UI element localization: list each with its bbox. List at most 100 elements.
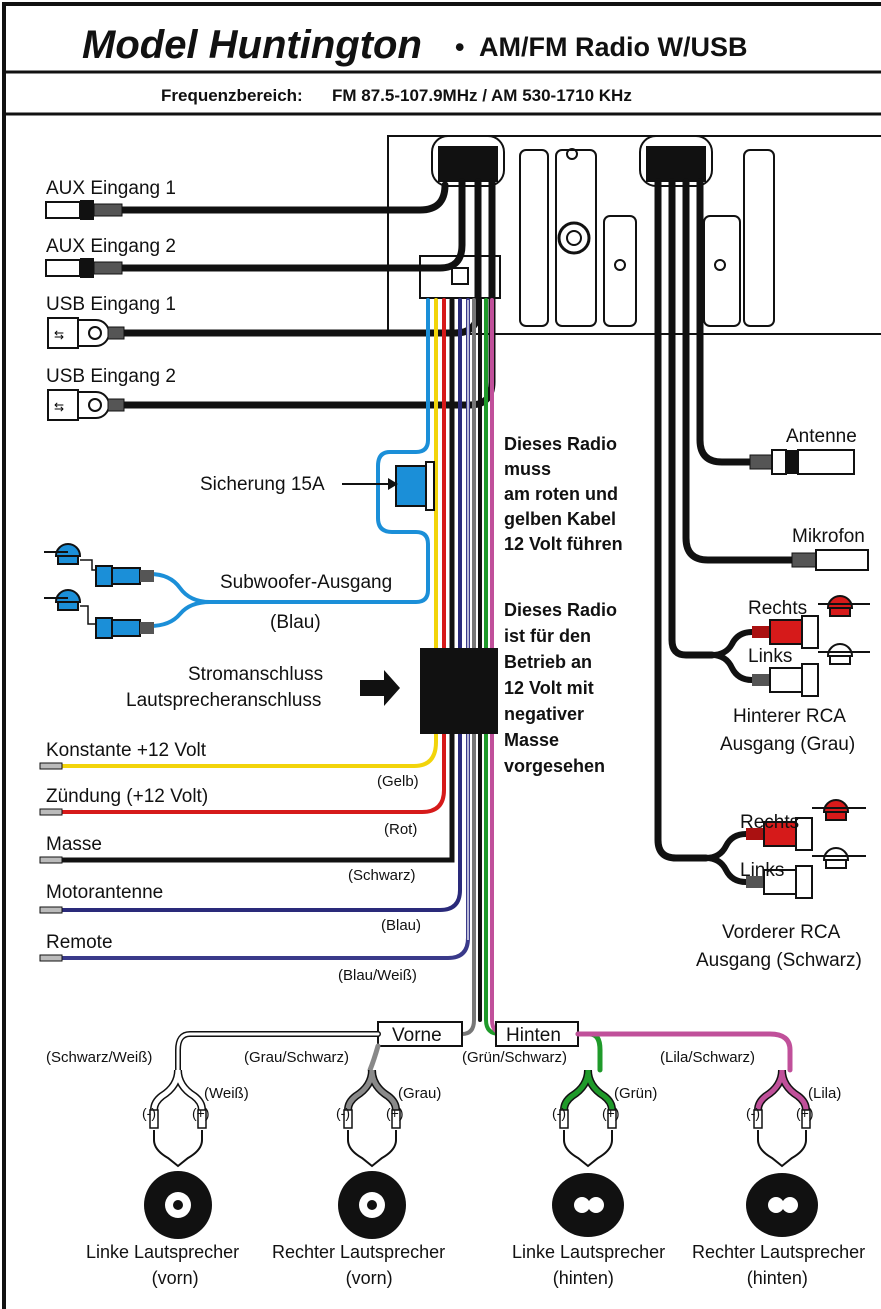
navy-wire: [46, 298, 462, 912]
power-label-1: Stromanschluss: [188, 664, 323, 685]
wire-color-navy: (Blau): [381, 917, 421, 934]
svg-text:ist für den: ist für den: [504, 626, 591, 646]
antenna-label: Antenne: [786, 426, 857, 447]
speaker-neg-sign: (-): [142, 1105, 156, 1121]
speaker-pos-sign: (+): [602, 1105, 620, 1121]
subwoofer-plugs: [44, 543, 211, 639]
freq-value: FM 87.5-107.9MHz / AM 530-1710 KHz: [332, 86, 632, 105]
svg-text:Betrieb an: Betrieb an: [504, 652, 592, 672]
rear-left-label: Links: [748, 646, 792, 667]
speaker-terminal-pos: [607, 1109, 617, 1129]
rear-rca-plugs: [711, 595, 870, 697]
power-arrow: [360, 670, 400, 706]
head-unit: [387, 135, 881, 335]
speaker-pos-sign: (+): [796, 1105, 814, 1121]
wire-label-red: Zündung (+12 Volt): [46, 786, 208, 807]
speaker-name: Linke Lautsprecher: [512, 1242, 665, 1262]
speaker-dustcap: [574, 1197, 590, 1213]
aux2-plug: [45, 258, 123, 278]
title-bullet: •: [455, 32, 464, 62]
wire-color-remote: (Blau/Weiß): [338, 967, 417, 984]
speaker-lead-neg: [151, 1069, 181, 1111]
wire-label-yellow: Konstante +12 Volt: [46, 740, 207, 761]
usb1-label: USB Eingang 1: [46, 294, 176, 315]
mic-plug: [791, 549, 869, 571]
speaker-neg-color: (Lila/Schwarz): [660, 1049, 755, 1066]
speaker-lead-pos: [369, 1069, 399, 1111]
left-harness-plug: [438, 146, 498, 182]
fuse-label: Sicherung 15A: [200, 474, 325, 495]
front-rca-title-2: Ausgang (Schwarz): [696, 950, 862, 971]
wire-label-navy: Motorantenne: [46, 882, 163, 903]
speaker-position: (hinten): [553, 1268, 614, 1288]
speaker-lead-neg: [561, 1069, 591, 1111]
speaker-terminal-pos: [391, 1109, 401, 1129]
front-rca-plugs: [705, 799, 866, 899]
aux1-cable: [118, 181, 449, 214]
power-label-2: Lautsprecheranschluss: [126, 690, 321, 711]
speaker-dustcap: [768, 1197, 784, 1213]
yellow-wire: [46, 298, 438, 768]
usb2-label: USB Eingang 2: [46, 366, 176, 387]
front-box-label: Vorne: [392, 1025, 442, 1046]
svg-text:12 Volt führen: 12 Volt führen: [504, 534, 623, 554]
model-title: Model Huntington: [82, 23, 422, 67]
front-rca-title-1: Vorderer RCA: [722, 922, 841, 943]
speaker-neg-sign: (-): [746, 1105, 760, 1121]
speaker-position: (vorn): [152, 1268, 199, 1288]
wire-color-black: (Schwarz): [348, 867, 416, 884]
aux1-plug: [45, 200, 123, 220]
wire-color-yellow: (Gelb): [377, 773, 419, 790]
speaker-neg-sign: (-): [336, 1105, 350, 1121]
front-right-label: Rechts: [740, 812, 799, 833]
antenna-cable: [696, 178, 756, 466]
speaker-pos-sign: (+): [192, 1105, 210, 1121]
svg-text:vorgesehen: vorgesehen: [504, 756, 605, 776]
svg-text:muss: muss: [504, 459, 551, 479]
subwoofer-label: Subwoofer-Ausgang: [220, 572, 392, 593]
fuse: [395, 461, 435, 511]
wire-label-remote: Remote: [46, 932, 113, 953]
wire-color-red: (Rot): [384, 821, 417, 838]
speaker-name: Rechter Lautsprecher: [272, 1242, 445, 1262]
svg-text:12 Volt mit: 12 Volt mit: [504, 678, 594, 698]
rear-rca-title-2: Ausgang (Grau): [720, 734, 855, 755]
svg-text:am roten und: am roten und: [504, 484, 618, 504]
speaker-neg-color: (Schwarz/Weiß): [46, 1049, 152, 1066]
rear-box-label: Hinten: [506, 1025, 561, 1046]
front-rca-cable: [654, 178, 710, 862]
speaker-center: [173, 1200, 183, 1210]
speaker-lead-neg: [755, 1069, 785, 1111]
speaker-leads-lower: [757, 1130, 807, 1168]
speaker-dustcap: [782, 1197, 798, 1213]
aux2-label: AUX Eingang 2: [46, 236, 176, 257]
black-wire: [45, 297, 455, 863]
front-left-label: Links: [740, 860, 784, 881]
fuse-arrowhead: [388, 478, 398, 490]
subwoofer-color: (Blau): [270, 612, 321, 633]
usb1-plug: ⇆: [47, 317, 125, 349]
mic-label: Mikrofon: [792, 526, 865, 547]
rear-box: [495, 1021, 579, 1047]
speaker-pos-sign: (+): [386, 1105, 404, 1121]
speaker-lead-pos: [175, 1069, 205, 1111]
speaker-neg-color: (Grau/Schwarz): [244, 1049, 349, 1066]
note-1: Dieses Radio muss am roten und gelben Ka…: [504, 434, 623, 554]
svg-text:gelben Kabel: gelben Kabel: [504, 509, 616, 529]
speaker-leads-lower: [563, 1130, 613, 1168]
rear-rca-cable: [668, 178, 716, 659]
rear-right-label: Rechts: [748, 598, 807, 619]
aux2-cable: [118, 178, 466, 272]
svg-text:Masse: Masse: [504, 730, 559, 750]
svg-text:negativer: negativer: [504, 704, 584, 724]
svg-text:Dieses Radio: Dieses Radio: [504, 434, 617, 454]
right-harness-plug: [646, 146, 706, 182]
product-title: AM/FM Radio W/USB: [479, 32, 747, 62]
speaker-neg-color: (Grün/Schwarz): [462, 1049, 567, 1066]
speaker-position: (hinten): [747, 1268, 808, 1288]
speaker-pos-color: (Grün): [614, 1085, 657, 1102]
blue-wire: [208, 298, 430, 604]
speaker-pos-color: (Lila): [808, 1085, 841, 1102]
speaker-lead-pos: [779, 1069, 809, 1111]
